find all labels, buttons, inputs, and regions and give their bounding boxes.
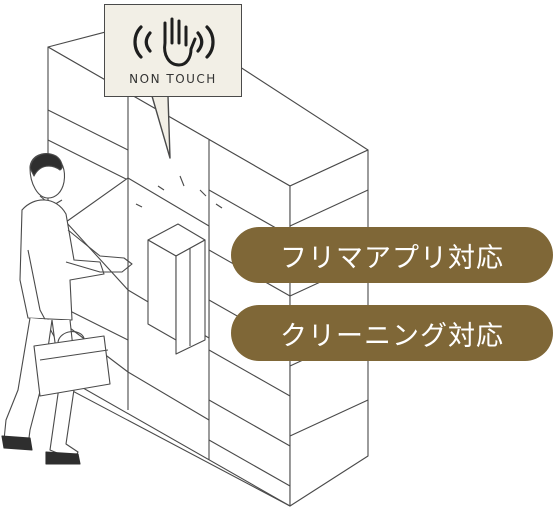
- non-touch-label: NON TOUCH: [129, 72, 217, 86]
- parcel-box: [147, 223, 206, 355]
- hand-wave-icon: [133, 17, 215, 67]
- feature-badge-cleaning: クリーニング対応: [231, 305, 553, 361]
- briefcase: [33, 331, 111, 397]
- feature-badge-flea-market-app: フリマアプリ対応: [231, 227, 553, 283]
- non-touch-callout: NON TOUCH: [104, 4, 242, 97]
